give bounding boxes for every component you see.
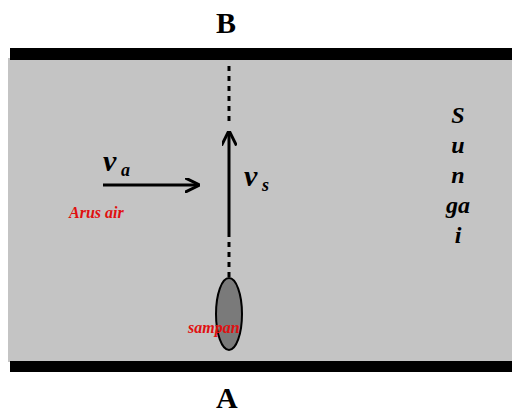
velocity-symbol: v <box>244 161 257 191</box>
point-label: A <box>216 383 238 413</box>
river-bank <box>10 361 512 372</box>
boat-label: sampan <box>188 320 240 336</box>
river-bank <box>10 48 512 60</box>
current-label: Arus air <box>69 205 124 221</box>
velocity-subscript: a <box>121 161 130 179</box>
boat-shape <box>216 278 242 350</box>
river-water <box>8 58 512 362</box>
river-label: Sungai <box>446 100 470 250</box>
path-dotted <box>228 66 231 126</box>
boat-velocity-arrow <box>228 132 231 232</box>
point-label: B <box>216 8 236 38</box>
current-arrow <box>103 184 198 187</box>
velocity-subscript: s <box>262 176 269 194</box>
path-dotted <box>228 232 231 280</box>
velocity-symbol: v <box>103 146 116 176</box>
